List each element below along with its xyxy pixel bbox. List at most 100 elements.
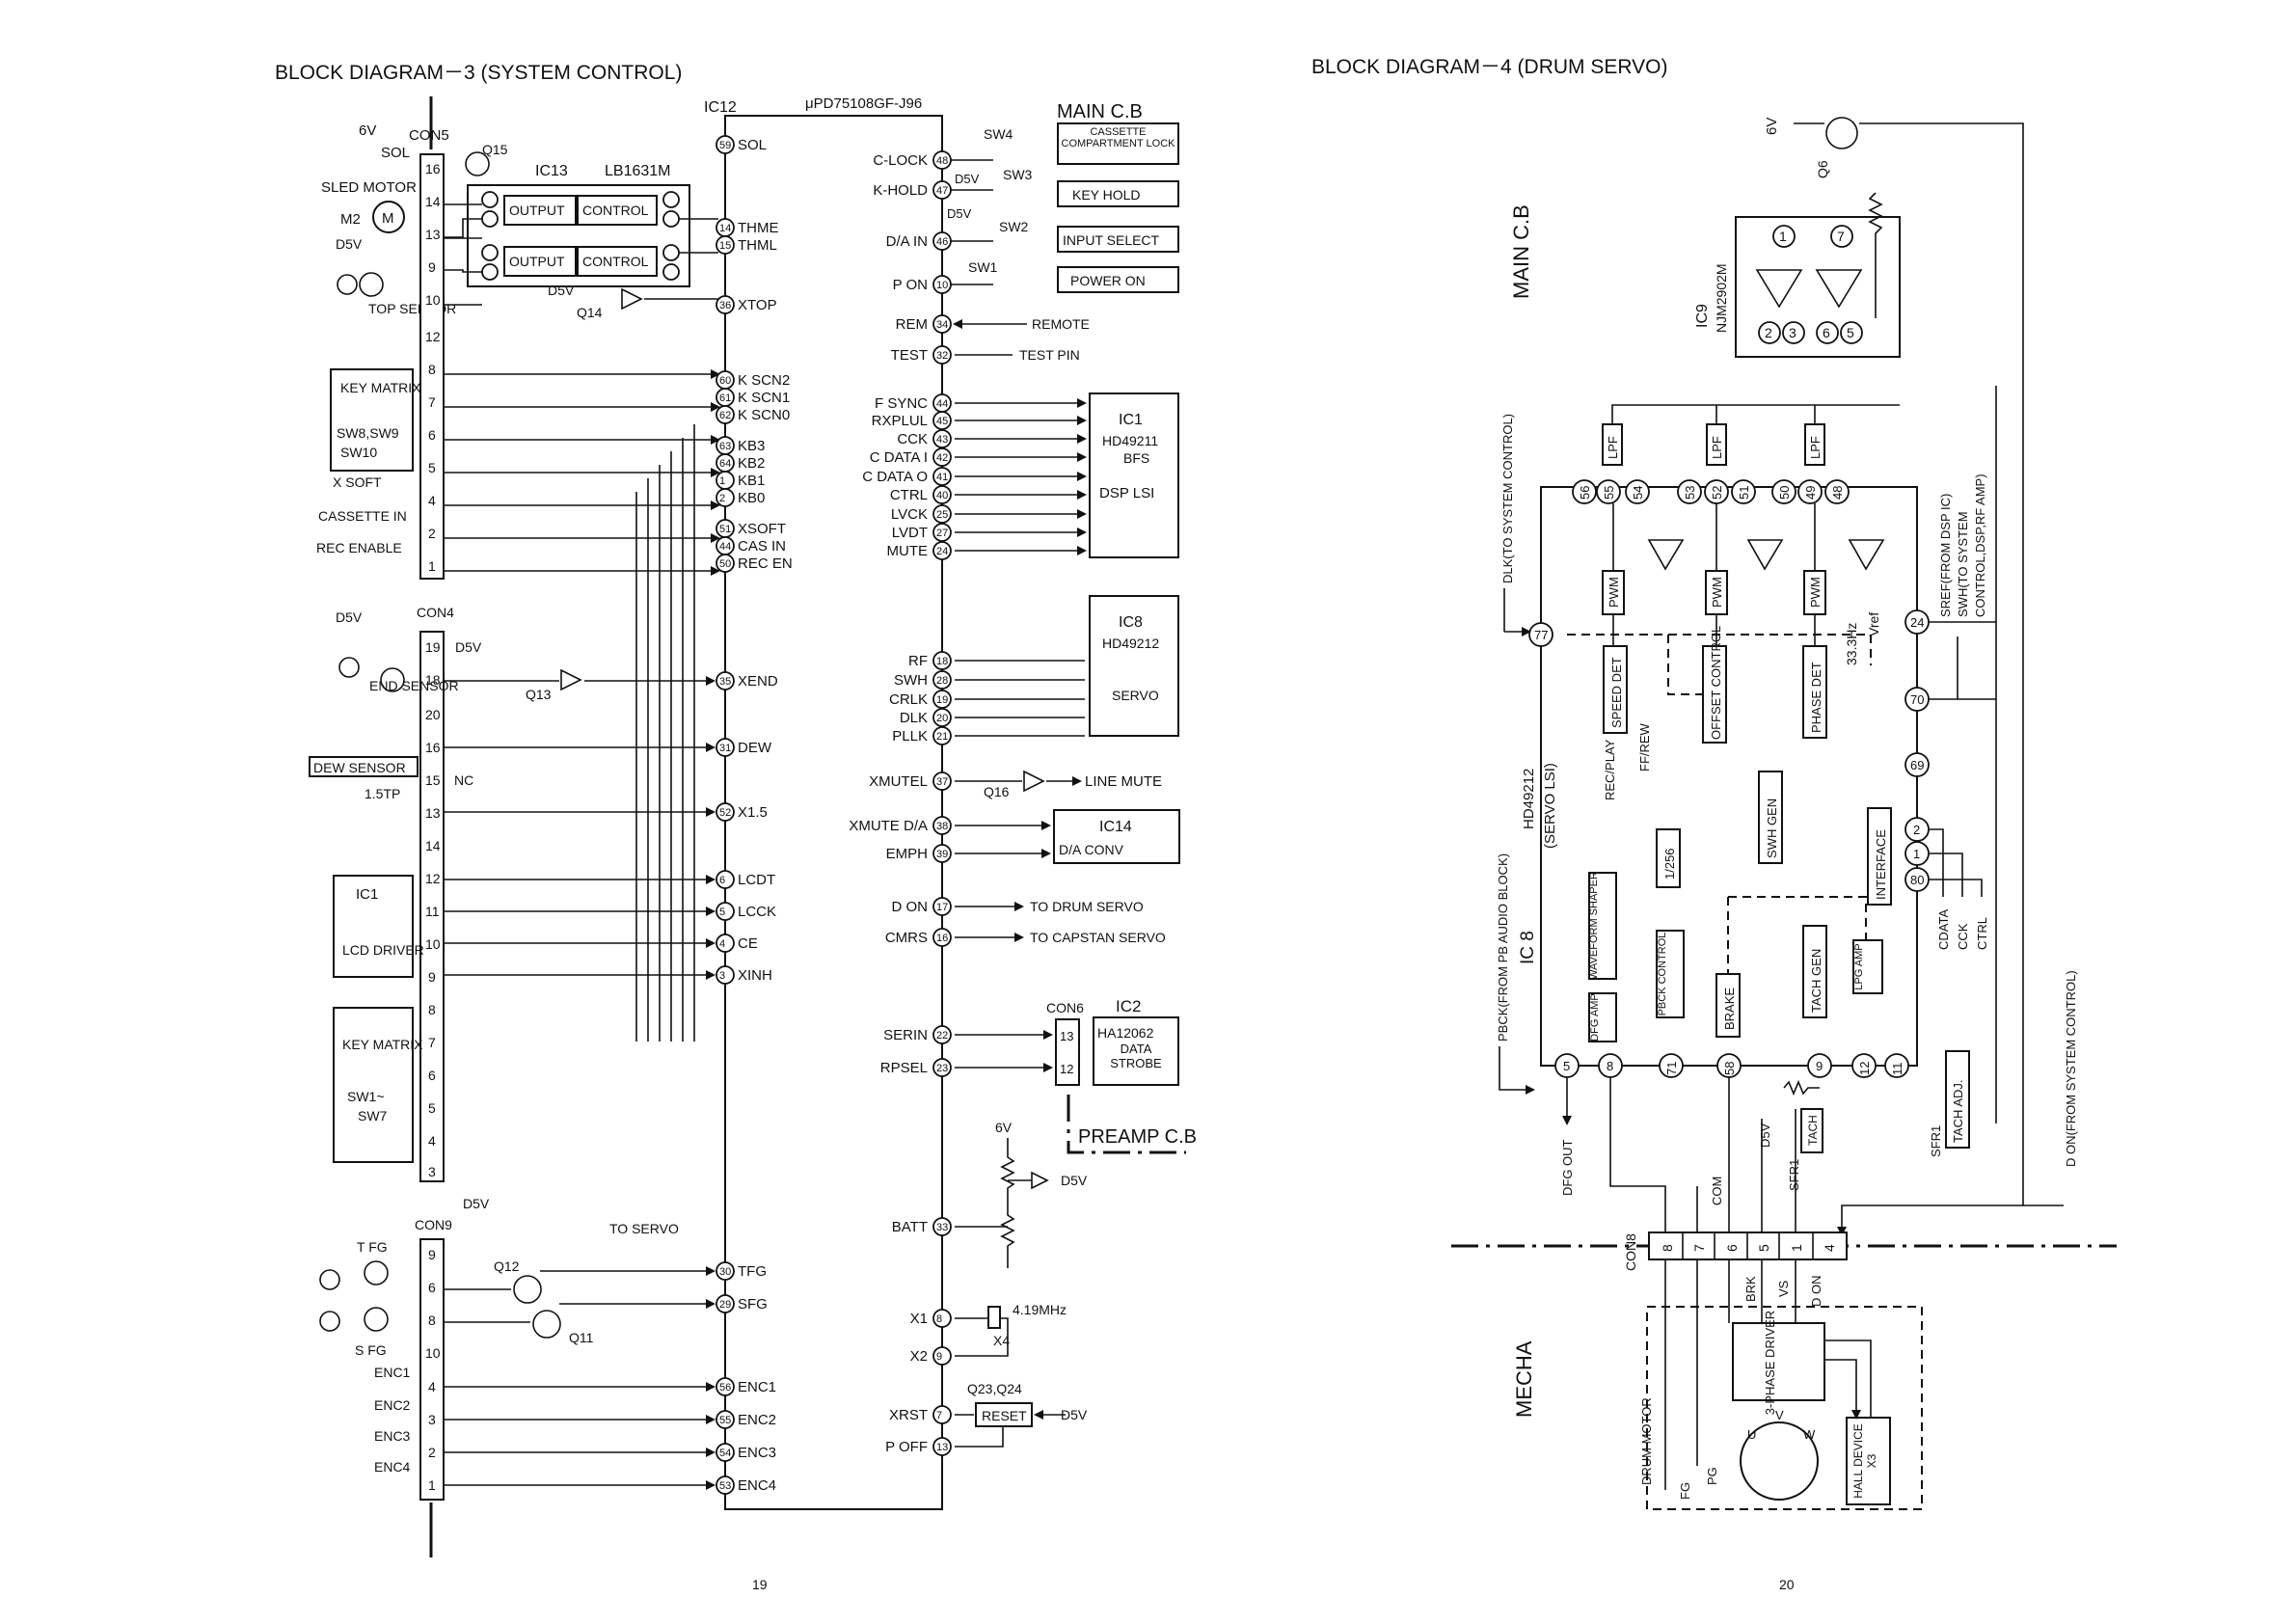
svg-text:3: 3 [428,1412,436,1427]
svg-text:56: 56 [1578,486,1592,500]
ic1-func: DSP LSI [1099,485,1154,501]
ic12-pin-name: X1 [910,1311,928,1327]
svg-text:11: 11 [1890,1063,1904,1076]
ic12-pin-name: RPSEL [880,1060,928,1076]
ic12-pin-number: 5 [719,907,725,918]
tfg-sensor-icon [364,1260,389,1286]
drum-motor-label: DRUM MOTOR [1639,1397,1654,1485]
svg-text:3: 3 [1789,325,1796,340]
phase-det-box [1802,645,1827,739]
sfr1-adj-label: TACH ADJ. [1951,1080,1965,1144]
div256-label: 1/256 [1662,848,1677,880]
ic12-right-pin: 17D ON [892,897,952,916]
svg-text:5: 5 [1563,1059,1570,1073]
key-matrix-2-sw2: SW7 [358,1108,388,1123]
svg-text:7: 7 [1837,229,1845,244]
pbck-control-box [1656,930,1685,1018]
ic9-feedback-resistor-icon [1868,192,1883,318]
crystal-ref: X4 [993,1333,1010,1348]
svg-text:80: 80 [1910,873,1924,887]
svg-text:8: 8 [428,362,436,377]
tach-gen-label: TACH GEN [1809,949,1823,1013]
phase-u-label: U [1747,1427,1756,1442]
ic12-pin-number: 41 [936,472,948,483]
speed-det-label: SPEED DET [1609,657,1624,728]
ic13-output-1: OUTPUT [509,203,565,218]
enc3-label: ENC3 [374,1428,411,1444]
cassette-lock-label: CASSETTE COMPARTMENT LOCK [1061,126,1175,149]
line-mute-label: LINE MUTE [1085,773,1162,790]
ic12-pin-name: CTRL [890,487,928,503]
ic12-pin-name: THME [738,220,779,236]
svg-text:12: 12 [1857,1062,1872,1075]
svg-text:50: 50 [1777,486,1792,500]
ic12-pin-number: 42 [936,452,948,464]
ic12-pin-number: 27 [936,528,948,539]
ic9-pin-numbers: 1 7 2 3 6 5 [1758,225,1863,344]
ic14-ref: IC14 [1099,819,1132,835]
ic12-pin-name: C DATA O [862,469,928,485]
motor-m-label: M [382,210,394,227]
cassette-lock-box [1057,122,1179,165]
ic12-pin-name: XEND [738,673,778,690]
ic12-pin-number: 36 [719,300,731,311]
lpg-amp-box [1852,939,1883,994]
svg-text:2: 2 [1913,823,1920,837]
top-sensor-phototransistor-icon [359,272,384,297]
svg-text:2: 2 [428,526,436,541]
ic12-pin-number: 28 [936,675,948,687]
pg-label: PG [1705,1467,1719,1485]
ic2-func: DATA STROBE [1110,1042,1162,1070]
main-cb-section-label: MAIN C.B [1509,204,1533,299]
sfg-label: S FG [355,1342,387,1358]
ic12-pin-number: 43 [936,434,948,446]
batt-d5v-label: D5V [1061,1173,1088,1188]
input-select-label: INPUT SELECT [1063,232,1160,248]
power-on-box [1057,266,1179,293]
ic12-pin-number: 47 [936,185,948,197]
ic12-pin-name: SERIN [883,1027,928,1043]
ic12-pin-name: LVCK [891,506,928,523]
lpf-blocks: LPF LPF LPF [1602,423,1825,466]
to-capstan-servo-label: TO CAPSTAN SERVO [1030,930,1166,945]
reset-d5v-label: D5V [1061,1407,1088,1422]
svg-text:69: 69 [1910,758,1924,772]
ic12-pin-name: SOL [738,137,767,153]
d5v-label-4: D5V [463,1196,490,1211]
dfg-amp-label: DFG AMP [1589,993,1601,1042]
svg-text:3: 3 [428,1164,436,1179]
ic12-right-pin: 47K-HOLD [873,180,952,200]
svg-text:55: 55 [1602,486,1616,500]
three-phase-driver-box [1732,1322,1825,1401]
svg-text:9: 9 [428,259,436,275]
ic12-right-pin: 13P OFF [885,1437,952,1456]
con4-connector [419,631,445,1182]
svg-text:19: 19 [425,639,441,655]
ic12-right-pin: 9X2 [910,1346,952,1366]
q13-label: Q13 [526,687,552,702]
dew-sensor-label: DEW SENSOR [313,760,406,775]
svg-text:4: 4 [428,1379,436,1394]
ic9-opamp-a-icon [1755,269,1803,309]
sled-motor-icon [372,201,405,233]
svg-text:2: 2 [1765,325,1772,340]
svg-text:4: 4 [1822,1244,1837,1252]
ic2-part: HA12062 [1097,1025,1154,1041]
ic12-pin-name: LCCK [738,904,776,920]
sw-d5v-1: D5V [955,172,980,186]
ic12-pin-number: 32 [936,350,948,362]
phase-w-label: W [1803,1427,1816,1442]
svg-text:6: 6 [428,1068,436,1083]
